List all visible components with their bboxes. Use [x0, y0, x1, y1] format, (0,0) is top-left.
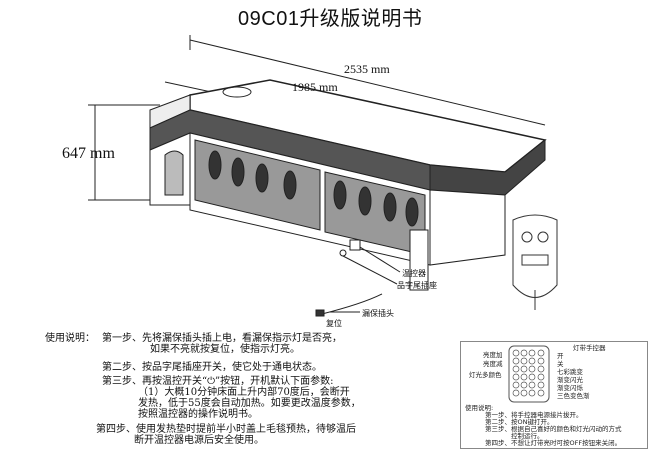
- usage-step3b: 控制运行。: [511, 432, 544, 440]
- on-label: 开: [557, 352, 564, 360]
- off-label: 关: [557, 360, 564, 368]
- total-length-label: 2535 mm: [344, 62, 390, 76]
- power-icon: [521, 231, 533, 243]
- plug-socket-callout: 品字尾插座: [397, 281, 437, 290]
- length-dimension-line: [189, 39, 546, 126]
- step4-line2: 断开温控器电源后安全使用。: [134, 435, 264, 446]
- colors-label: 灯光多颜色: [469, 371, 502, 379]
- inner-length-label: 1985 mm: [292, 80, 338, 94]
- reset-callout: 复位: [326, 319, 342, 328]
- step1-line2: 如果不亮就按复位，使指示灯亮。: [150, 344, 300, 355]
- leakage-plug-callout: 漏保插头: [362, 309, 394, 318]
- brightness-up-label: 亮度加: [483, 351, 503, 359]
- mode1-label: 七彩跳变: [557, 368, 583, 376]
- thermostat-device: [349, 239, 361, 251]
- step1-line1: 第一步、先将漏保插头插上电，看漏保指示灯是否亮，: [102, 333, 342, 344]
- step3-line2: （1）大概10分钟床面上升内部70度后，会断开: [138, 387, 350, 398]
- remote-control-inset: 灯带手控器 开 关 亮度加 亮度减 灯光多颜色 七彩跳变 渐变闪光 渐变闪烁 三…: [460, 341, 648, 449]
- mode4-label: 三色变色渐: [557, 392, 590, 400]
- thermostat-remote-drawing: [512, 214, 558, 310]
- usage-heading: 使用说明:: [465, 404, 494, 412]
- remote-title: 灯带手控器: [573, 344, 606, 352]
- massage-bed-diagram: [88, 35, 547, 317]
- step3-line3: 发热，低于55度会自动加热。如要更改温度参数，: [138, 398, 361, 409]
- led-remote-drawing: [508, 345, 550, 403]
- mode2-label: 渐变闪光: [557, 376, 583, 384]
- step4-line1: 第四步、使用发热垫时提前半小时盖上毛毯预热，待够温后: [96, 424, 356, 435]
- instructions-heading: 使用说明：: [45, 333, 95, 344]
- mode3-label: 渐变闪烁: [557, 384, 583, 392]
- step3-line1: 第三步、再按温控开关“⏻”按钮，开机默认下面参数:: [102, 376, 334, 387]
- brightness-down-label: 亮度减: [483, 360, 503, 368]
- face-hole: [222, 86, 252, 98]
- page-title: 09C01升级版说明书: [238, 8, 423, 30]
- step3-line4: 按照温控器的操作说明书。: [138, 409, 258, 420]
- plug-socket: [339, 249, 347, 257]
- thermostat-callout: 温控器: [402, 269, 426, 278]
- height-label: 647 mm: [62, 145, 115, 162]
- usage-step2: 第二步、按ON键打开。: [485, 418, 554, 426]
- bed-leg: [409, 229, 429, 291]
- step2: 第二步、按品字尾插座开关，使它处于通电状态。: [102, 362, 322, 373]
- usage-step3: 第三步、根据自己喜好的颜色和灯光闪动的方式: [485, 425, 622, 433]
- usage-step4: 第四步、不想让灯带亮时可按OFF按钮来关闭。: [485, 439, 622, 447]
- usage-step1: 第一步、将手控器电源接片拔开。: [485, 411, 583, 419]
